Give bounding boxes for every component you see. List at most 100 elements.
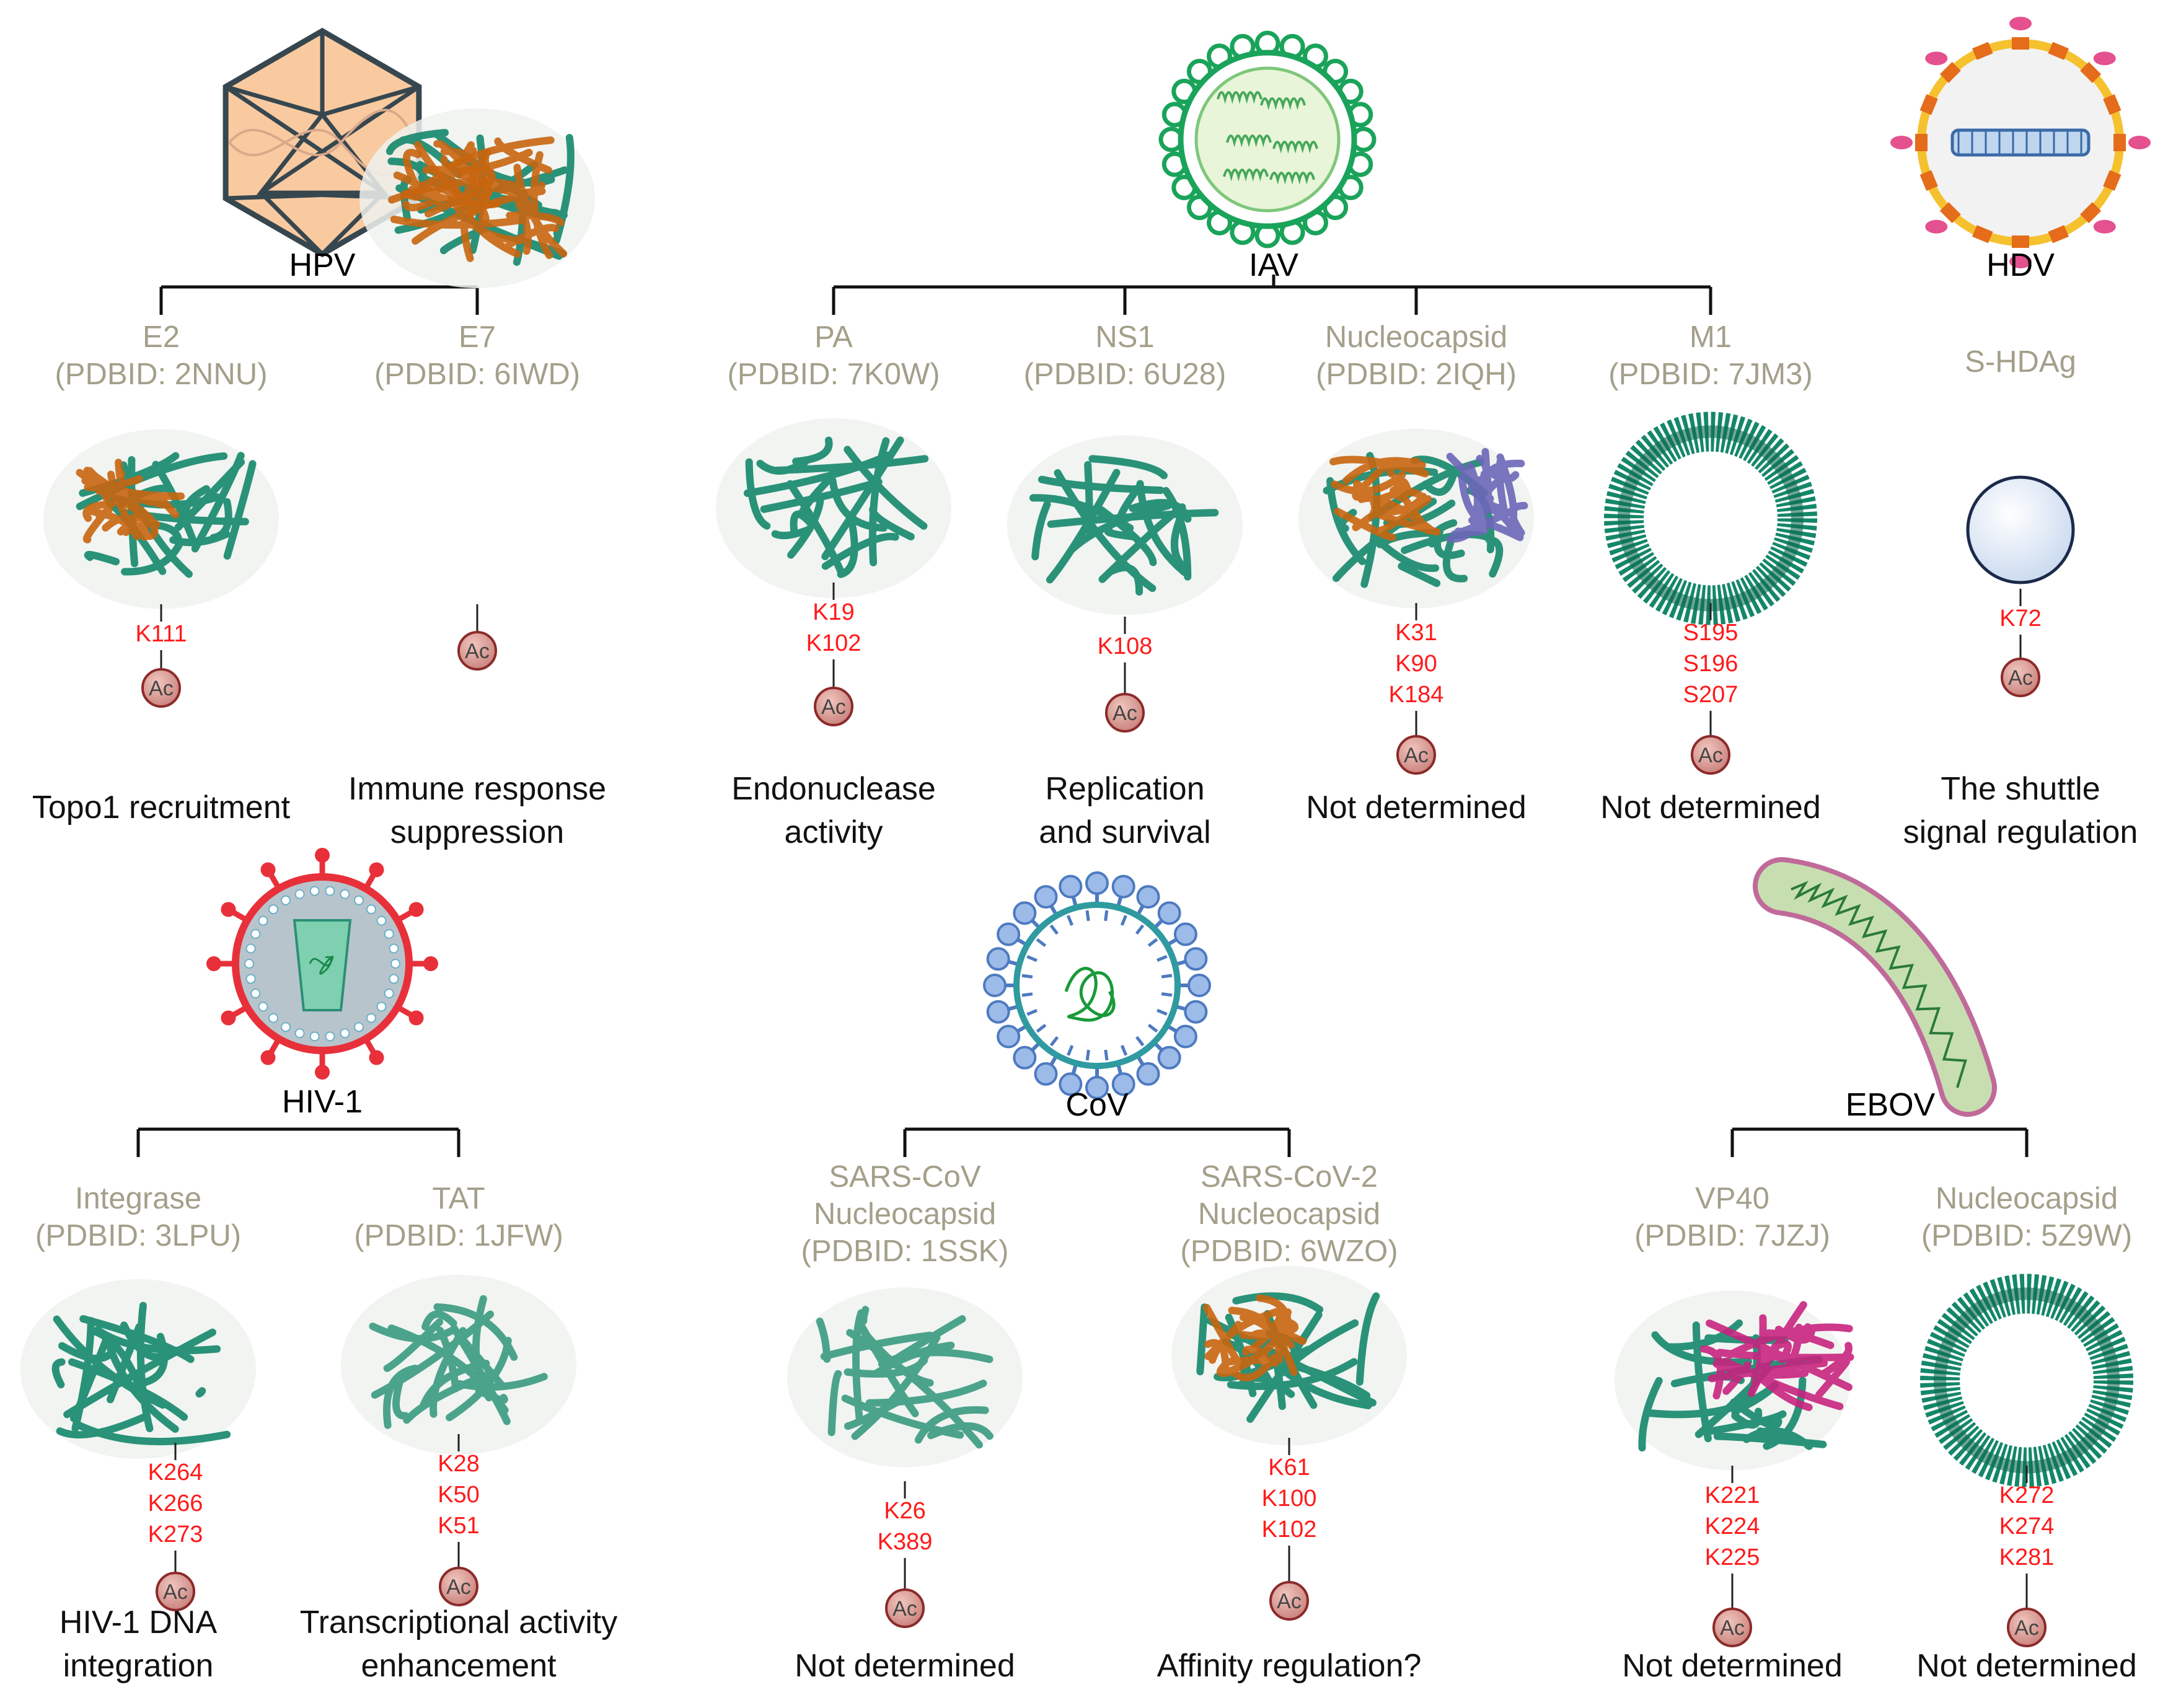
- matrix-bead: [384, 929, 394, 940]
- acetyl-label: Ac: [2014, 1616, 2039, 1640]
- acetylation-site: K90: [1395, 651, 1437, 677]
- spike-head: [1173, 1024, 1197, 1049]
- spike-head: [1059, 1072, 1083, 1096]
- spike-head: [1013, 1045, 1037, 1070]
- protein-name: (PDBID: 2NNU): [55, 358, 267, 391]
- acetyl-group-circle: Ac: [2001, 658, 2040, 697]
- acetylation-site: S207: [1683, 682, 1738, 708]
- membrane-protein: [1021, 974, 1033, 979]
- acetyl-circle: [1712, 1608, 1752, 1647]
- spike-head: [997, 1024, 1021, 1049]
- surface-shadow: [787, 1287, 1023, 1468]
- protein-name: SARS-CoV: [829, 1160, 980, 1194]
- function-label: Affinity regulation?: [1157, 1648, 1422, 1684]
- spike-head: [986, 947, 1010, 971]
- capsid-edge: [224, 85, 385, 195]
- acetyl-circle: [814, 687, 853, 726]
- coronavirus-icon: [983, 871, 1211, 1099]
- protein-name: (PDBID: 7JM3): [1608, 358, 1812, 391]
- function-label: HIV-1 DNA: [59, 1605, 218, 1640]
- protein-ribbon: [1329, 456, 1441, 541]
- matrix-bead: [340, 889, 350, 899]
- protein-ribbon: [51, 1301, 231, 1446]
- acetyl-label: Ac: [163, 1580, 188, 1604]
- acetyl-circle: [156, 1572, 195, 1611]
- acetylation-site: K264: [148, 1459, 203, 1486]
- membrane-protein: [1147, 1023, 1158, 1033]
- matrix-bead: [281, 1022, 291, 1032]
- protein-name: Integrase: [75, 1182, 201, 1215]
- protein-name: NS1: [1095, 320, 1154, 354]
- membrane-protein: [1135, 1036, 1145, 1047]
- large-antigen: [2093, 219, 2116, 234]
- acetylation-site: S195: [1683, 620, 1738, 646]
- dna-strand: [228, 108, 416, 157]
- matrix-bead: [340, 1028, 350, 1039]
- function-label: Not determined: [1916, 1648, 2137, 1684]
- filamentous-virion-icon: [1753, 857, 1997, 1117]
- env-spike-head: [221, 902, 236, 917]
- membrane-protein: [1147, 938, 1158, 947]
- protein-ribbon: [1699, 1301, 1854, 1411]
- surface-antigen: [2080, 61, 2102, 83]
- membrane-protein: [1021, 992, 1033, 997]
- capsid-cone: [293, 919, 352, 1011]
- protein-ribbon: [76, 459, 185, 544]
- protein-name: (PDBID: 6WZO): [1180, 1235, 1398, 1268]
- function-label: Not determined: [1600, 790, 1821, 825]
- membrane-protein: [1161, 974, 1173, 979]
- hiv-virion-icon: [206, 848, 438, 1080]
- matrix-bead: [294, 889, 305, 899]
- protein-name: E2: [143, 320, 180, 354]
- acetylation-site: K184: [1389, 682, 1444, 708]
- membrane-protein: [1104, 1049, 1109, 1061]
- function-label: signal regulation: [1903, 814, 2138, 850]
- protein-structure: [359, 108, 595, 288]
- icosahedral-capsid-icon: [223, 27, 422, 258]
- function-label: enhancement: [361, 1648, 557, 1684]
- surface-antigen: [2103, 170, 2122, 191]
- protein-structure: [43, 429, 279, 609]
- acetyl-circle: [2007, 1608, 2047, 1647]
- large-antigen: [2009, 17, 2032, 30]
- matrix-bead: [354, 895, 364, 905]
- protein-ribbon: [388, 136, 568, 262]
- env-spike-head: [423, 956, 438, 971]
- function-label: Immune response: [348, 771, 606, 807]
- matrix-bead: [245, 974, 256, 984]
- hdv-virion-icon: [1890, 17, 2151, 268]
- spike-head: [983, 974, 1007, 997]
- matrix-bead: [325, 886, 335, 896]
- function-label: and survival: [1039, 814, 1210, 850]
- matrix-bead: [244, 959, 254, 969]
- acetyl-label: Ac: [1113, 702, 1137, 725]
- acetyl-group-circle: Ac: [1105, 693, 1145, 733]
- acetylation-site: K108: [1098, 633, 1153, 659]
- acetylation-site: K224: [1705, 1513, 1760, 1539]
- surface-antigen: [1939, 61, 1961, 83]
- influenza-virion-icon: [1158, 30, 1377, 249]
- function-label: Replication: [1045, 771, 1204, 807]
- acetylation-site: K51: [438, 1513, 480, 1539]
- spike-head: [1085, 1076, 1109, 1099]
- surface-antigen: [1972, 225, 1993, 244]
- large-antigen: [1890, 136, 1913, 149]
- acetylation-site: K102: [1262, 1517, 1317, 1543]
- capsid-edge: [259, 191, 324, 256]
- membrane-protein: [1135, 924, 1145, 935]
- protein-name: SARS-CoV-2: [1201, 1160, 1378, 1194]
- acetyl-circle: [885, 1588, 925, 1628]
- membrane-protein: [1036, 1024, 1047, 1033]
- spike-head: [1157, 1045, 1181, 1070]
- matrix-bead: [250, 929, 261, 940]
- acetyl-group-circle: Ac: [885, 1588, 925, 1628]
- surface-antigen: [1972, 42, 1993, 60]
- spike-head: [1034, 885, 1058, 909]
- protein-name: Nucleocapsid: [814, 1197, 996, 1231]
- acetylation-site: K274: [1999, 1513, 2055, 1539]
- surface-antigen: [2048, 225, 2069, 244]
- virus-label: IAV: [1249, 247, 1298, 283]
- matrix-bead: [309, 886, 320, 896]
- virus-label: HIV-1: [282, 1084, 363, 1120]
